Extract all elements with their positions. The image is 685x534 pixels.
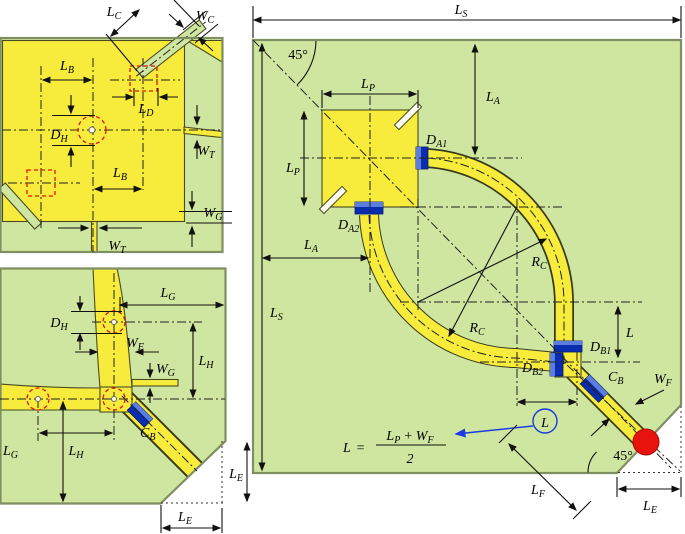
dim-wg: WG xyxy=(179,191,232,247)
label-lb-top: LB xyxy=(59,59,74,76)
label-da2: DA2 xyxy=(337,218,359,235)
dim-wf: WF xyxy=(590,372,673,437)
label-lp-left: LP xyxy=(285,161,300,178)
diode-db2 xyxy=(549,352,564,377)
formula-lhs: L= xyxy=(342,441,365,456)
via-hole xyxy=(88,126,96,134)
horizontal-trace xyxy=(0,383,101,411)
dim-lb-top: LB xyxy=(41,59,93,84)
patch-slit-bottom-left xyxy=(318,185,348,215)
dim-ls-top: LS xyxy=(252,3,682,38)
label-ld: LD xyxy=(137,102,154,119)
component-footprint-left xyxy=(26,169,56,197)
label-wt-bottom: WT xyxy=(108,239,127,256)
dim-le-bottom: LE xyxy=(160,505,223,533)
formula-denominator: 2 xyxy=(407,452,414,467)
label-dh: DH xyxy=(49,316,68,333)
angle-bottom-right: 45° xyxy=(587,449,633,473)
diode-db1 xyxy=(553,340,583,353)
label-wg: WG xyxy=(156,362,175,379)
diode-da2 xyxy=(354,201,384,215)
label-dh: DH xyxy=(49,128,68,145)
dim-wt-bottom: WT xyxy=(58,224,142,256)
dim-lg-left: LG xyxy=(2,400,67,503)
lower-arc-line xyxy=(360,214,567,372)
label-lf: LF xyxy=(530,483,546,500)
dim-lp-left: LP xyxy=(285,110,308,207)
label-le: LE xyxy=(642,499,657,516)
dim-wf: WF xyxy=(75,336,159,356)
dim-wc: WC xyxy=(168,9,219,52)
dim-wg: WG xyxy=(146,362,175,403)
feed-port-dot xyxy=(632,428,660,456)
radius-lines xyxy=(417,206,548,338)
angle-top-left: 45° xyxy=(288,40,317,86)
dim-le-right: LE xyxy=(161,441,251,504)
label-la-right: LA xyxy=(485,90,501,107)
label-cb: CB xyxy=(140,426,155,443)
coupling-stub xyxy=(131,378,179,387)
label-rc-lower: RC xyxy=(468,321,485,338)
tuning-strip-bottom xyxy=(90,220,98,254)
dim-l-vertical: L xyxy=(614,305,634,359)
label-rc-upper: RC xyxy=(530,255,547,272)
label-lp-top: LP xyxy=(360,77,375,94)
substrate-border xyxy=(0,36,224,254)
label-l-circled: L xyxy=(540,416,549,431)
ground-plane-panel: LC WC LB LD DH LB WT WG xyxy=(0,0,232,256)
label-db1: DB1 xyxy=(589,340,611,357)
label-wt-right: WT xyxy=(197,144,216,161)
circled-l-annotation: L xyxy=(454,408,558,438)
label-le-bottom: LE xyxy=(177,510,192,527)
label-db2: DB2 xyxy=(521,361,543,378)
dim-lb-bottom: LB xyxy=(93,166,143,193)
dim-lh-bottom: LH xyxy=(38,429,114,461)
junction-detail-panel: LG DH WF WG LH LH LG CB LE LE xyxy=(0,267,251,533)
antenna-top-view-panel: LS LS 45° LA LP LP LA DA1 DA2 RC RC DB1 … xyxy=(251,3,683,520)
component-footprint-top xyxy=(129,65,158,92)
dim-la-right: LA xyxy=(471,43,501,156)
dim-lh-right: LH xyxy=(189,322,214,399)
label-l-vertical: L xyxy=(625,326,634,341)
label-da1: DA1 xyxy=(425,133,447,150)
label-ls-top: LS xyxy=(454,3,468,20)
formula: L= LP+WF 2 xyxy=(342,429,446,467)
label-cb: CB xyxy=(608,370,623,387)
label-lg-left: LG xyxy=(2,444,18,461)
patch-slit-top-right xyxy=(393,101,423,131)
centerlines xyxy=(252,39,681,472)
substrate-border xyxy=(0,267,227,505)
label-la-left: LA xyxy=(303,238,319,255)
dim-ld: LD xyxy=(112,88,178,119)
dim-lc: LC xyxy=(105,0,200,72)
label-lb-bottom: LB xyxy=(112,166,127,183)
dim-lp-top: LP xyxy=(321,77,419,108)
centerlines xyxy=(2,58,222,252)
label-wg: WG xyxy=(204,206,223,223)
label-wf: WF xyxy=(126,336,145,353)
label-angle-br: 45° xyxy=(613,449,633,464)
dim-lg-top: LG xyxy=(118,286,225,313)
dim-dh: DH xyxy=(49,296,122,350)
corner-slot-top-right xyxy=(135,19,207,79)
label-wf: WF xyxy=(654,372,673,389)
label-le-right: LE xyxy=(228,467,243,484)
dim-wt-right: WT xyxy=(193,105,216,161)
label-lh-bottom: LH xyxy=(67,444,84,461)
dim-le: LE xyxy=(616,406,682,516)
dim-dh: DH xyxy=(49,95,95,167)
label-lh-right: LH xyxy=(197,354,214,371)
label-lg-top: LG xyxy=(159,286,175,303)
dim-la-left: LA xyxy=(261,238,370,262)
dim-lf: LF xyxy=(498,424,592,520)
label-angle-tl: 45° xyxy=(288,48,308,63)
formula-numerator: LP+WF xyxy=(385,429,434,446)
label-ls-left: LS xyxy=(269,306,283,323)
corner-slot-bottom-left xyxy=(0,182,43,230)
via-markers xyxy=(26,310,126,411)
label-lc: LC xyxy=(106,5,122,22)
label-wc: WC xyxy=(196,9,215,26)
